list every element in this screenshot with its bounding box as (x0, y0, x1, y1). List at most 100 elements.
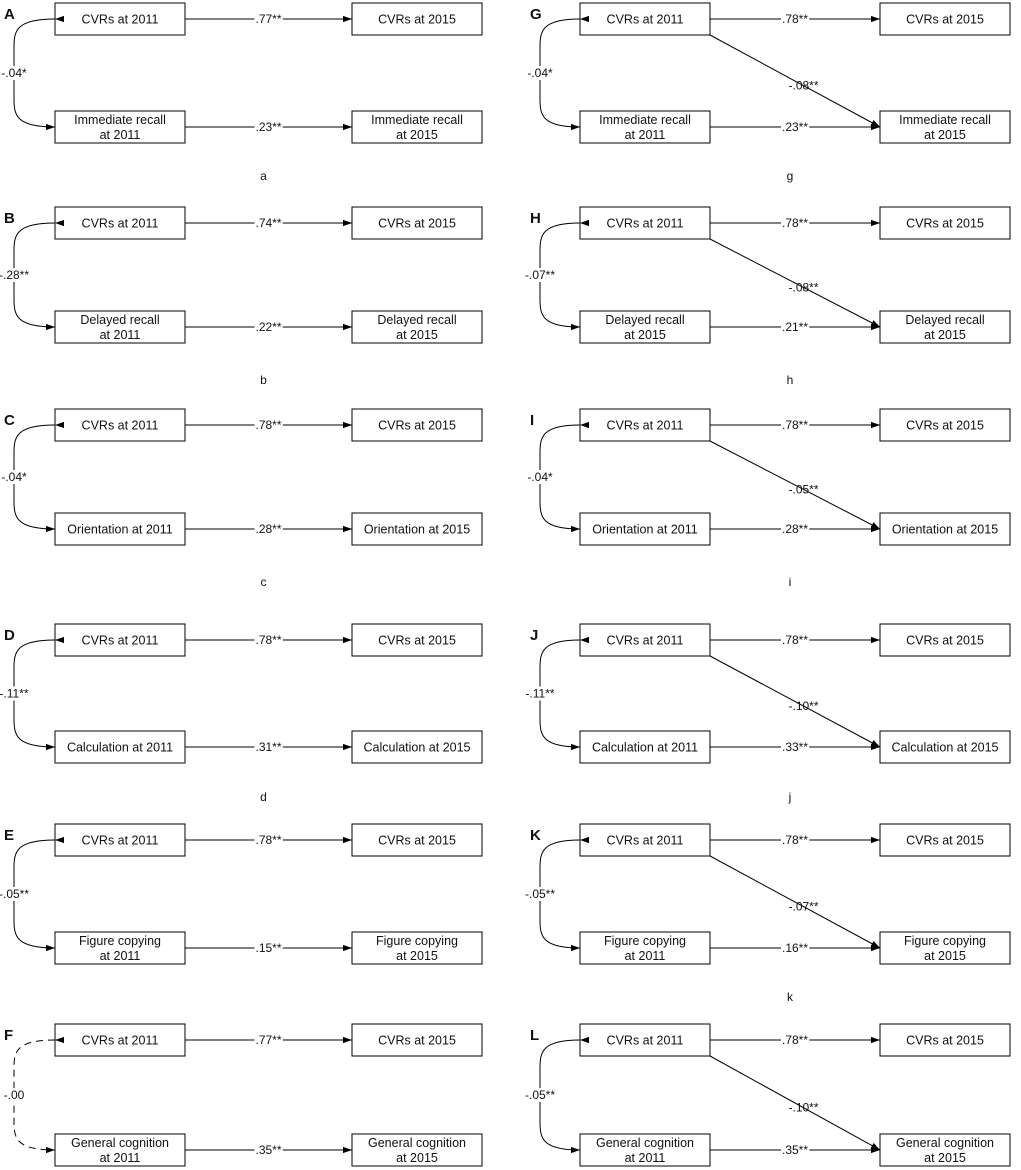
node-top-left-box (579, 1023, 711, 1057)
node-top-right-label: CVRs at 2015 (378, 834, 456, 848)
node-bottom-right-label-line: at 2015 (396, 949, 438, 963)
label-backdrop (780, 1143, 810, 1157)
coef-covariance: -.07** (525, 268, 555, 282)
label-backdrop (254, 740, 283, 754)
node-top-left-box (54, 623, 186, 657)
label-backdrop (254, 320, 283, 334)
node-top-right-box (879, 408, 1011, 442)
coef-cross: -.10** (788, 1101, 818, 1115)
node-top-right-label-line: CVRs at 2015 (906, 834, 984, 848)
label-backdrop (523, 1088, 557, 1102)
node-bottom-left-label: Orientation at 2011 (67, 523, 172, 537)
node-top-left-box (54, 206, 186, 240)
node-top-right-label: CVRs at 2015 (906, 634, 984, 648)
node-bottom-left-label-line: General cognition (596, 1136, 694, 1150)
node-bottom-left-label-line: at 2011 (100, 128, 141, 142)
panel-letter: D (4, 627, 15, 644)
node-bottom-right-box (879, 110, 1011, 144)
coef-top: .77** (255, 1033, 281, 1047)
node-bottom-right-label-line: at 2015 (924, 949, 966, 963)
path-arrow-cross (709, 440, 881, 530)
node-top-right-box (351, 823, 483, 857)
node-top-left-box (579, 2, 711, 36)
coef-covariance: -.04* (527, 470, 553, 484)
label-backdrop (523, 887, 557, 901)
node-top-right-label: CVRs at 2015 (906, 13, 984, 27)
label-backdrop (0, 887, 31, 901)
label-backdrop (254, 120, 283, 134)
label-backdrop (0, 66, 28, 80)
node-top-left-label: CVRs at 2011 (82, 419, 159, 433)
panel-sublabel: g (787, 169, 794, 183)
coef-cross: -.08** (788, 280, 818, 294)
label-backdrop (523, 268, 557, 282)
node-bottom-right-box (879, 310, 1011, 344)
node-top-left-label-line: CVRs at 2011 (82, 1034, 159, 1048)
node-bottom-left-label: Orientation at 2011 (592, 523, 697, 537)
panel-letter: H (530, 210, 541, 227)
coef-covariance: -.28** (0, 268, 29, 282)
node-bottom-right-label-line: Figure copying (376, 934, 458, 948)
node-top-right-label-line: CVRs at 2015 (378, 1034, 456, 1048)
node-top-left-label-line: CVRs at 2011 (607, 1034, 684, 1048)
label-backdrop (780, 633, 810, 647)
label-backdrop (254, 522, 283, 536)
node-bottom-left-box (54, 310, 186, 344)
node-bottom-right-label-line: at 2015 (924, 328, 966, 342)
label-backdrop (254, 1033, 283, 1047)
node-top-right-label: CVRs at 2015 (378, 1034, 456, 1048)
label-backdrop (780, 740, 810, 754)
path-arrow-cross (709, 855, 881, 949)
node-bottom-left-label-line: at 2011 (625, 1151, 666, 1165)
coef-bottom: .16** (782, 941, 808, 955)
node-bottom-left-label-line: Calculation at 2011 (67, 741, 173, 755)
coef-covariance: -.11** (0, 687, 29, 701)
node-top-right-box (351, 623, 483, 657)
node-bottom-right-label-line: Orientation at 2015 (364, 523, 470, 537)
label-backdrop (0, 686, 30, 701)
node-bottom-right-box (879, 512, 1011, 546)
label-backdrop (526, 470, 554, 484)
label-backdrop (254, 833, 283, 847)
panel-letter: B (4, 210, 15, 227)
coef-top: .78** (782, 833, 808, 847)
node-top-right-box (351, 1023, 483, 1057)
panel-letter: G (530, 6, 542, 23)
node-top-left-box (54, 823, 186, 857)
node-bottom-left-label-line: Figure copying (604, 934, 686, 948)
label-backdrop (780, 418, 810, 432)
node-top-right-box (351, 206, 483, 240)
node-top-left-label-line: CVRs at 2011 (82, 419, 159, 433)
coef-covariance: -.00 (4, 1088, 25, 1102)
node-bottom-left-label-line: Immediate recall (74, 113, 166, 127)
label-backdrop (254, 216, 283, 230)
node-bottom-left-box (54, 730, 186, 764)
panel-letter: F (4, 1027, 13, 1044)
panel-letter: J (530, 627, 538, 644)
panel-sublabel: b (260, 373, 267, 387)
node-bottom-left-box (54, 110, 186, 144)
label-backdrop (254, 12, 283, 26)
coef-cross: -.10** (788, 699, 818, 713)
coef-bottom: .31** (255, 740, 281, 754)
node-bottom-right-box (879, 931, 1011, 965)
coef-top: .78** (782, 12, 808, 26)
panel-sublabel: c (261, 575, 267, 589)
node-top-left-label: CVRs at 2011 (82, 634, 159, 648)
node-bottom-left-label-line: Delayed recall (605, 313, 684, 327)
label-backdrop (780, 522, 810, 536)
node-top-right-box (879, 623, 1011, 657)
node-bottom-right-label-line: Delayed recall (905, 313, 984, 327)
coef-top: .78** (255, 418, 281, 432)
node-bottom-right-label-line: Immediate recall (899, 113, 991, 127)
node-top-left-label: CVRs at 2011 (607, 1034, 684, 1048)
